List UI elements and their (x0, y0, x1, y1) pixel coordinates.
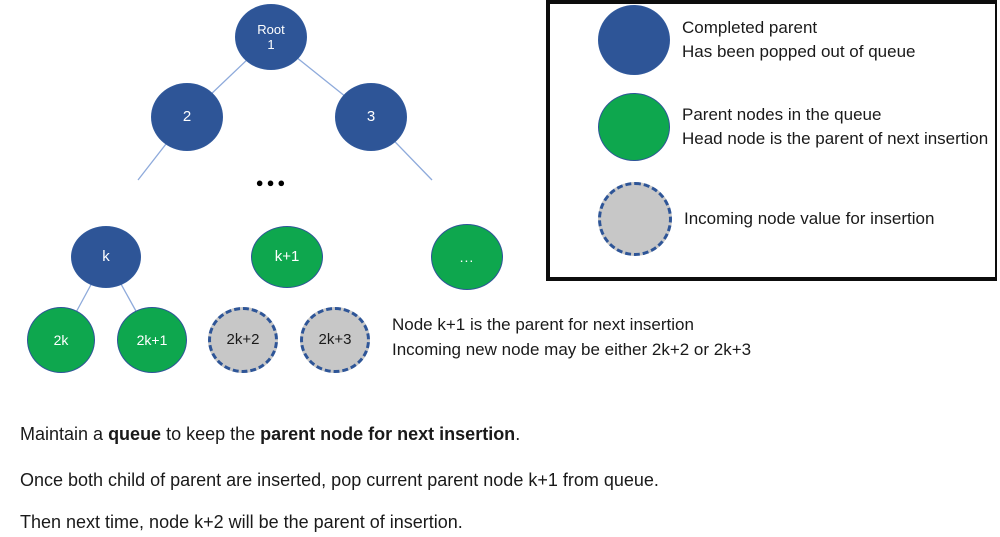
note1-segment: . (515, 424, 521, 444)
tree-node-2k3: 2k+3 (300, 307, 370, 373)
note-paragraph-2: Once both child of parent are inserted, … (20, 470, 659, 490)
tree-node-2: 2 (151, 83, 223, 151)
tree-node-k: k (71, 226, 141, 288)
legend-queue-line-1: Parent nodes in the queue (682, 105, 882, 124)
note1-bold-queue: queue (108, 424, 162, 444)
insertion-annotation: Node k+1 is the parent for next insertio… (392, 312, 751, 362)
legend-incoming-line-1: Incoming node value for insertion (684, 209, 935, 228)
legend-completed-line-1: Completed parent (682, 18, 818, 37)
legend-text-queue: Parent nodes in the queue Head node is t… (682, 103, 988, 151)
tree-node-3: 3 (335, 83, 407, 151)
note1-segment: Maintain a (20, 424, 109, 444)
legend-box: Completed parent Has been popped out of … (546, 0, 997, 281)
incoming-node-swatch-icon (598, 182, 672, 256)
tree-node-2k1: 2k+1 (117, 307, 187, 373)
legend-item-incoming: Incoming node value for insertion (598, 181, 934, 257)
tree-node-more: ... (431, 224, 503, 290)
tree-node-2k2: 2k+2 (208, 307, 278, 373)
annotation-line-2: Incoming new node may be either 2k+2 or … (392, 340, 752, 359)
note1-segment: to keep the (161, 424, 261, 444)
tree-node-k1: k+1 (251, 226, 323, 288)
annotation-line-1: Node k+1 is the parent for next insertio… (392, 315, 694, 334)
legend-text-completed: Completed parent Has been popped out of … (682, 16, 915, 64)
legend-queue-line-2: Head node is the parent of next insertio… (682, 129, 989, 148)
queue-parent-swatch-icon (598, 93, 670, 161)
legend-item-queue: Parent nodes in the queue Head node is t… (598, 92, 988, 162)
note-paragraph-3: Then next time, node k+2 will be the par… (20, 512, 463, 532)
note1-bold-parent-node: parent node for next insertion (260, 424, 516, 444)
tree-ellipsis: ●●● (255, 175, 289, 190)
tree-node-root: Root 1 (235, 4, 307, 70)
note-paragraph-1: Maintain a queue to keep the parent node… (20, 422, 520, 446)
tree-node-2k: 2k (27, 307, 95, 373)
legend-item-completed: Completed parent Has been popped out of … (598, 4, 915, 76)
legend-text-incoming: Incoming node value for insertion (684, 207, 934, 231)
completed-parent-swatch-icon (598, 5, 670, 75)
legend-completed-line-2: Has been popped out of queue (682, 42, 916, 61)
